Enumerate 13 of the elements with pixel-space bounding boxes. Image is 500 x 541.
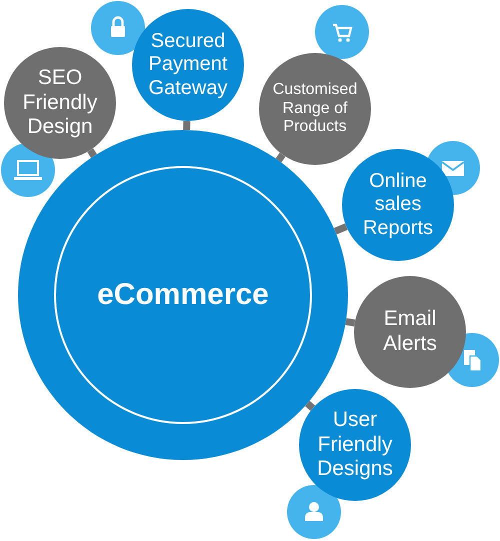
connector-line [183, 120, 190, 130]
topic-label: Email Alerts [382, 307, 438, 357]
connector-line [305, 400, 316, 411]
connector-line [345, 318, 356, 326]
connector-line [87, 148, 97, 158]
topic-label: Online sales Reports [362, 170, 434, 240]
topic-label: Secured Payment Gateway [148, 30, 228, 100]
topic-label: SEO Friendly Design [22, 66, 98, 140]
connector-line [276, 152, 286, 162]
topic-label: User Friendly Designs [316, 408, 394, 482]
connector-line [334, 223, 348, 235]
topic-label: Customised Range of Products [272, 80, 358, 138]
hub-title: eCommerce [96, 277, 270, 313]
